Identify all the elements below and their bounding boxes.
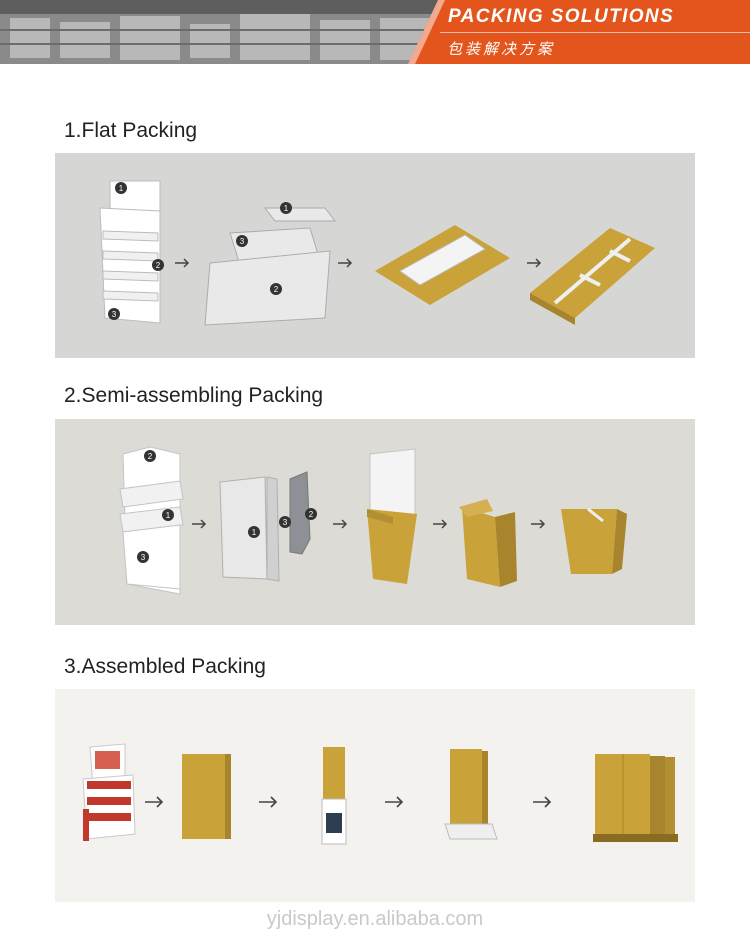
marker-label: 2 [148, 452, 153, 461]
header-banner: PACKING SOLUTIONS 包装解决方案 [0, 0, 750, 64]
marker-label: 3 [240, 237, 245, 246]
tall-box-image [182, 754, 231, 839]
marker-label: 2 [274, 285, 279, 294]
marker-label: 1 [252, 528, 257, 537]
section-heading-semi: 2.Semi-assembling Packing [64, 384, 324, 407]
supermarket-background-image [0, 0, 750, 64]
section-heading-assembled: 3.Assembled Packing [64, 655, 266, 678]
marker-label: 3 [283, 518, 288, 527]
column-box-image [321, 747, 347, 845]
marker-label: 1 [166, 511, 171, 520]
marker-label: 3 [112, 310, 117, 319]
section-heading-flat: 1.Flat Packing [64, 119, 198, 142]
assembled-packing-panel [55, 689, 695, 902]
flat-packing-illustration: 1 2 3 1 3 2 [99, 180, 655, 326]
marker-badges [108, 182, 292, 320]
flat-packing-panel: 1 2 3 1 3 2 [55, 153, 695, 358]
marker-label: 1 [284, 204, 289, 213]
flat-parts-image [204, 207, 337, 326]
watermark: yjdisplay.en.alibaba.com [266, 908, 484, 930]
arrow-right-icon [145, 796, 552, 808]
white-stand-image [119, 446, 184, 595]
banner-subtitle: 包装解决方案 [447, 41, 556, 58]
marker-label: 2 [309, 510, 314, 519]
boxed-column-image [444, 749, 498, 840]
display-stand-image [99, 180, 161, 324]
marker-label: 1 [119, 184, 124, 193]
marker-badges [137, 450, 317, 563]
banner-title: PACKING SOLUTIONS [448, 6, 675, 27]
arrow-right-icon [192, 519, 546, 529]
semi-parts-image [219, 471, 311, 582]
marker-label: 3 [141, 553, 146, 562]
semi-box-open-image [367, 448, 417, 584]
pallet-load-image [593, 754, 678, 842]
marker-label: 2 [156, 261, 161, 270]
semi-assembling-illustration: 2 1 3 1 3 2 [119, 446, 627, 595]
printed-stand-image [82, 743, 136, 841]
flat-box-image [530, 228, 655, 325]
flat-cardboard-image [375, 225, 510, 305]
semi-box-folding-image [459, 499, 517, 587]
semi-box-closed-image [561, 507, 627, 574]
assembled-packing-illustration [82, 743, 678, 845]
arrow-right-icon [175, 258, 542, 268]
semi-assembling-panel: 2 1 3 1 3 2 [55, 419, 695, 625]
